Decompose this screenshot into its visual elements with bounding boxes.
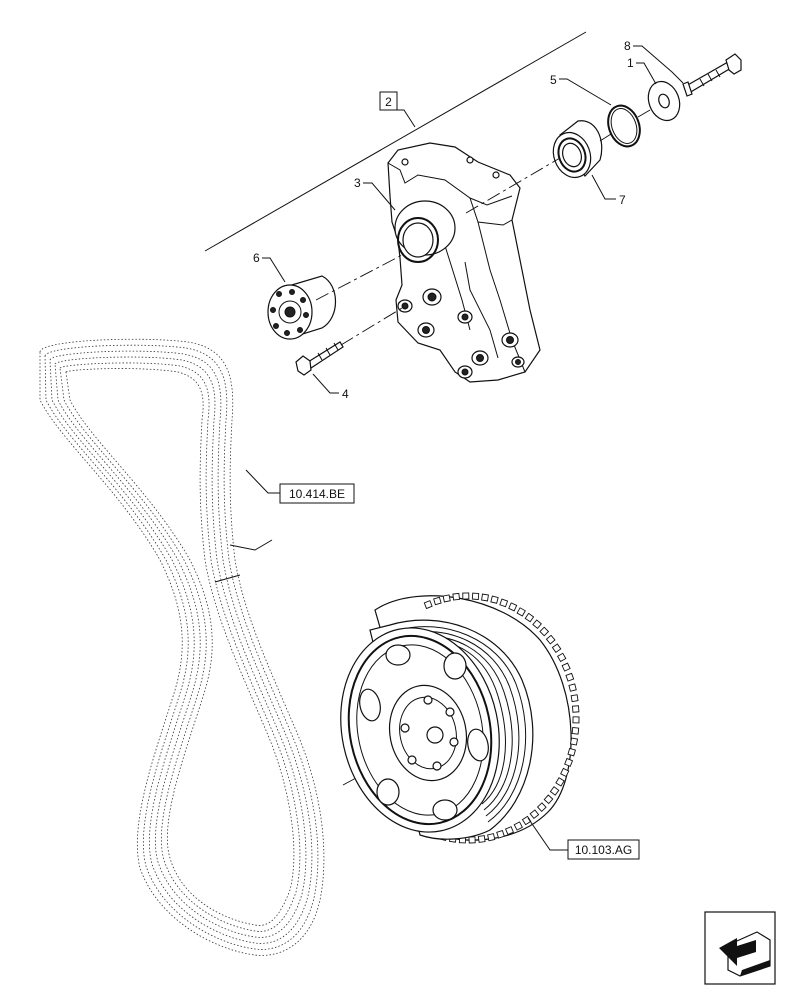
svg-text:2: 2 (385, 95, 392, 109)
axis-line-ring (599, 133, 612, 142)
reluctor-tooth (442, 594, 451, 603)
axis-line-pulley (465, 157, 561, 214)
callout-3[interactable]: 3 (354, 176, 396, 211)
spacer-cap (267, 275, 336, 340)
svg-text:5: 5 (550, 73, 557, 87)
pulley-bolt (682, 53, 742, 97)
reluctor-tooth (569, 737, 579, 746)
reluctor-tooth (568, 683, 577, 692)
reluctor-tooth (490, 595, 499, 604)
reluctor-tooth (487, 833, 496, 842)
callout-2[interactable]: 2 (379, 91, 416, 128)
svg-text:1: 1 (627, 56, 634, 70)
reluctor-tooth (452, 592, 461, 601)
bracket-screw (295, 341, 344, 376)
reluctor-tooth (556, 652, 567, 663)
reluctor-tooth (468, 836, 476, 844)
svg-text:4: 4 (342, 387, 349, 401)
reluctor-tooth (516, 607, 526, 617)
callout-1[interactable]: 1 (627, 56, 657, 85)
crankshaft-damper (340, 592, 580, 844)
reluctor-tooth (504, 826, 515, 836)
reluctor-tooth (481, 593, 489, 602)
axis-line-cap (315, 254, 403, 301)
reluctor-tooth (529, 809, 540, 820)
svg-text:10.414.BE: 10.414.BE (289, 487, 345, 501)
reluctor-tooth (572, 705, 580, 713)
callout-4[interactable]: 4 (312, 373, 349, 401)
reluctor-tooth (513, 821, 523, 831)
svg-text:3: 3 (354, 176, 361, 190)
reluctor-tooth (545, 634, 556, 645)
reluctor-tooth (565, 672, 575, 682)
reluctor-tooth (572, 716, 580, 724)
reluctor-tooth (549, 786, 560, 796)
callout-7[interactable]: 7 (591, 174, 626, 207)
reluctor-tooth (543, 794, 554, 805)
reluctor-tooth (496, 829, 505, 839)
reluctor-tooth (524, 612, 535, 623)
axis-line-washer (637, 109, 651, 118)
svg-text:10.103.AG: 10.103.AG (575, 843, 632, 857)
axis-line-screw (340, 307, 403, 346)
reluctor-tooth (555, 777, 565, 787)
reluctor-tooth (560, 767, 570, 778)
reluctor-tooth (539, 626, 550, 637)
reluctor-tooth (561, 662, 571, 672)
reluctor-tooth (423, 600, 433, 610)
reluctor-tooth (570, 694, 579, 703)
reluctor-tooth (477, 835, 486, 843)
reluctor-tooth (532, 619, 542, 630)
reluctor-tooth (471, 592, 480, 600)
snap-ring (607, 104, 641, 148)
reference-belt[interactable]: 10.414.BE (245, 469, 355, 504)
reluctor-tooth (551, 643, 562, 654)
washer (647, 80, 681, 122)
reluctor-tooth (499, 598, 509, 608)
callout-5[interactable]: 5 (550, 73, 612, 106)
reluctor-tooth (508, 602, 518, 612)
svg-text:8: 8 (624, 39, 631, 53)
arrow-page-icon[interactable] (704, 911, 776, 985)
assembly-boundary-line (204, 31, 587, 252)
reference-damper[interactable]: 10.103.AG (527, 817, 640, 860)
callout-6[interactable]: 6 (253, 251, 286, 283)
reluctor-tooth (564, 757, 574, 767)
bearing-pulley (552, 120, 603, 179)
reluctor-tooth (433, 596, 442, 606)
idler-bracket (387, 142, 541, 383)
reluctor-tooth (567, 747, 576, 757)
reluctor-tooth (571, 727, 580, 735)
callout-8[interactable]: 8 (624, 39, 684, 84)
svg-text:6: 6 (253, 251, 260, 265)
drive-belt (39, 338, 325, 956)
reluctor-tooth (536, 802, 547, 812)
svg-text:7: 7 (619, 193, 626, 207)
reluctor-tooth (462, 592, 470, 600)
